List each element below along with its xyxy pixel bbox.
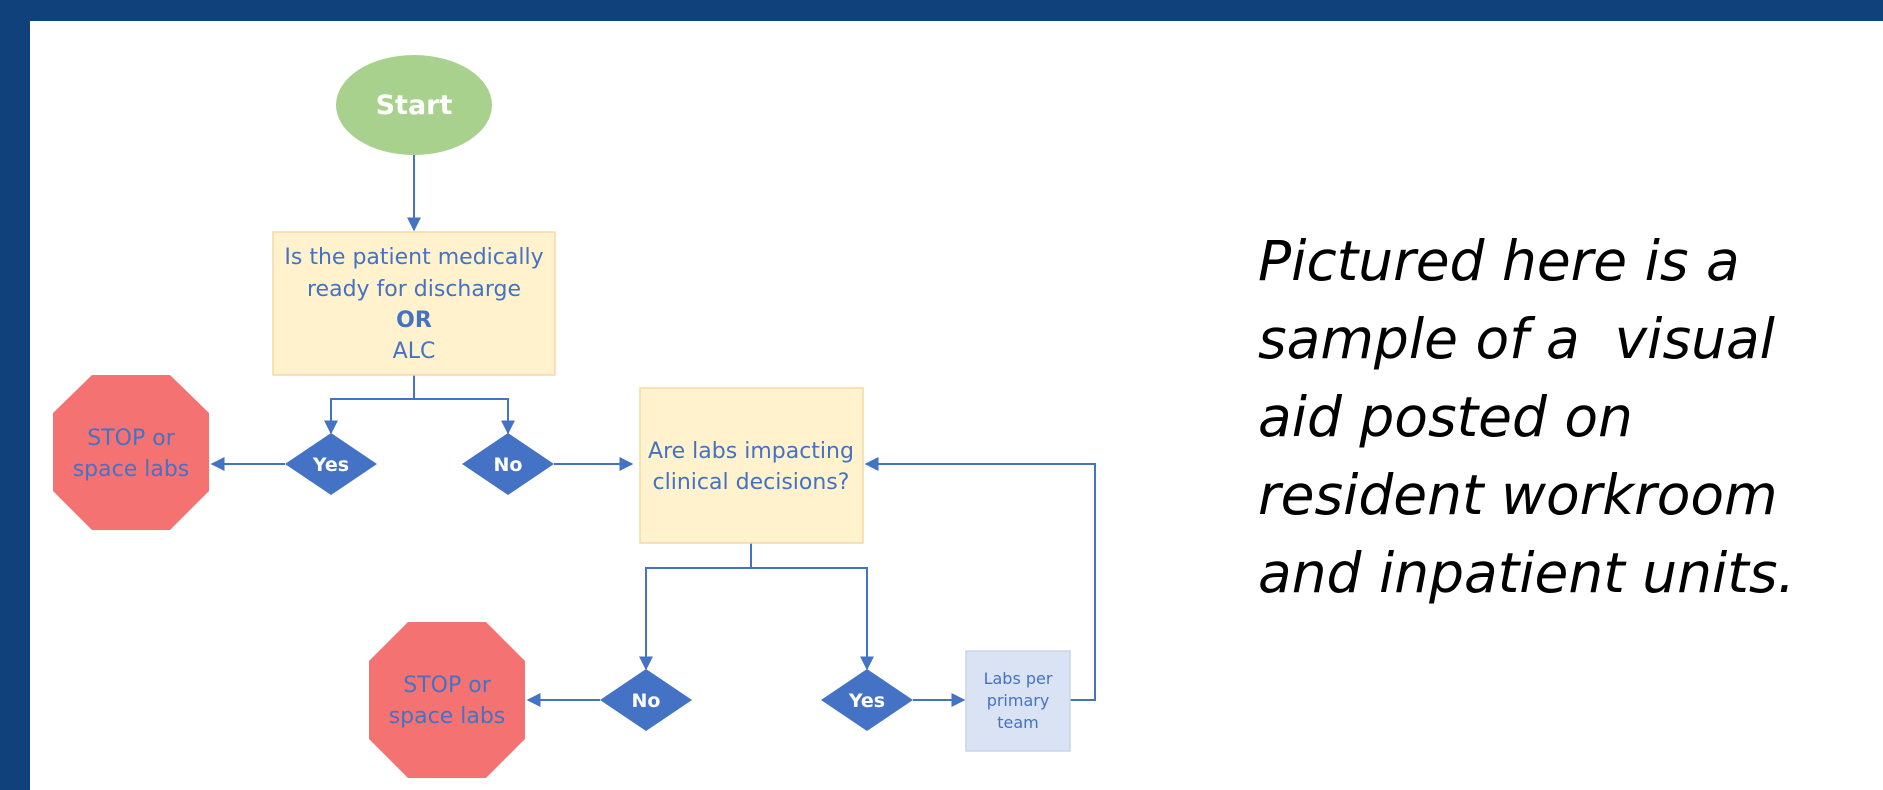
no-diamond-2 — [600, 669, 692, 731]
yes-diamond-1 — [285, 433, 377, 495]
connectors — [210, 155, 1096, 707]
no-decision-2: No — [600, 669, 692, 731]
yes-diamond-2 — [821, 669, 913, 731]
question-1-line-4: ALC — [393, 339, 436, 364]
question-1-line-3: OR — [396, 308, 432, 333]
start-oval — [336, 55, 492, 155]
yes-1-label: Yes — [312, 454, 349, 476]
arrow-q2-to-no — [639, 543, 752, 671]
arrow-labs-loop-to-q2 — [864, 457, 1096, 701]
labs-box — [965, 650, 1071, 752]
question-1-line-2: ready for discharge — [307, 277, 521, 302]
stop-node-1: STOP or space labs — [53, 375, 209, 530]
caption-line-4: resident workroom — [1258, 463, 1778, 527]
caption-line-3: aid posted on — [1258, 385, 1633, 449]
start-node: Start — [336, 55, 492, 155]
arrow-q1-to-no — [414, 398, 515, 435]
start-label: Start — [376, 90, 453, 121]
no-decision-1: No — [462, 433, 554, 495]
labs-line-3: team — [997, 713, 1039, 732]
yes-2-label: Yes — [848, 690, 885, 712]
caption-line-2: sample of a visual — [1258, 307, 1775, 371]
arrow-q2-to-yes — [751, 567, 874, 671]
no-2-label: No — [632, 690, 661, 712]
yes-decision-1: Yes — [285, 433, 377, 495]
no-1-label: No — [494, 454, 523, 476]
question-1-node: Is the patient medically ready for disch… — [272, 231, 556, 376]
arrow-q1-to-yes — [324, 375, 415, 435]
caption-line-5: and inpatient units. — [1258, 541, 1796, 605]
caption-text: Pictured here is a sample of a visual ai… — [1258, 222, 1818, 612]
stop-octagon-1 — [53, 375, 209, 530]
question-2-node: Are labs impacting clinical decisions? — [639, 387, 864, 544]
stop-1-line-1: STOP or — [87, 426, 175, 451]
caption-line-1: Pictured here is a — [1258, 229, 1740, 293]
labs-line-1: Labs per — [984, 669, 1053, 688]
yes-decision-2: Yes — [821, 669, 913, 731]
question-2-line-2: clinical decisions? — [653, 470, 850, 495]
no-diamond-1 — [462, 433, 554, 495]
stop-2-line-1: STOP or — [403, 673, 491, 698]
slide-panel — [30, 21, 1883, 790]
stop-node-2: STOP or space labs — [369, 622, 525, 778]
question-2-line-1: Are labs impacting — [648, 439, 854, 464]
stop-1-line-2: space labs — [73, 457, 190, 482]
question-1-box — [272, 231, 556, 376]
stop-2-line-2: space labs — [389, 704, 506, 729]
question-2-box — [639, 387, 864, 544]
labs-node: Labs per primary team — [965, 650, 1071, 752]
stop-octagon-2 — [369, 622, 525, 778]
labs-line-2: primary — [987, 691, 1050, 710]
question-1-line-1: Is the patient medically — [284, 245, 543, 270]
